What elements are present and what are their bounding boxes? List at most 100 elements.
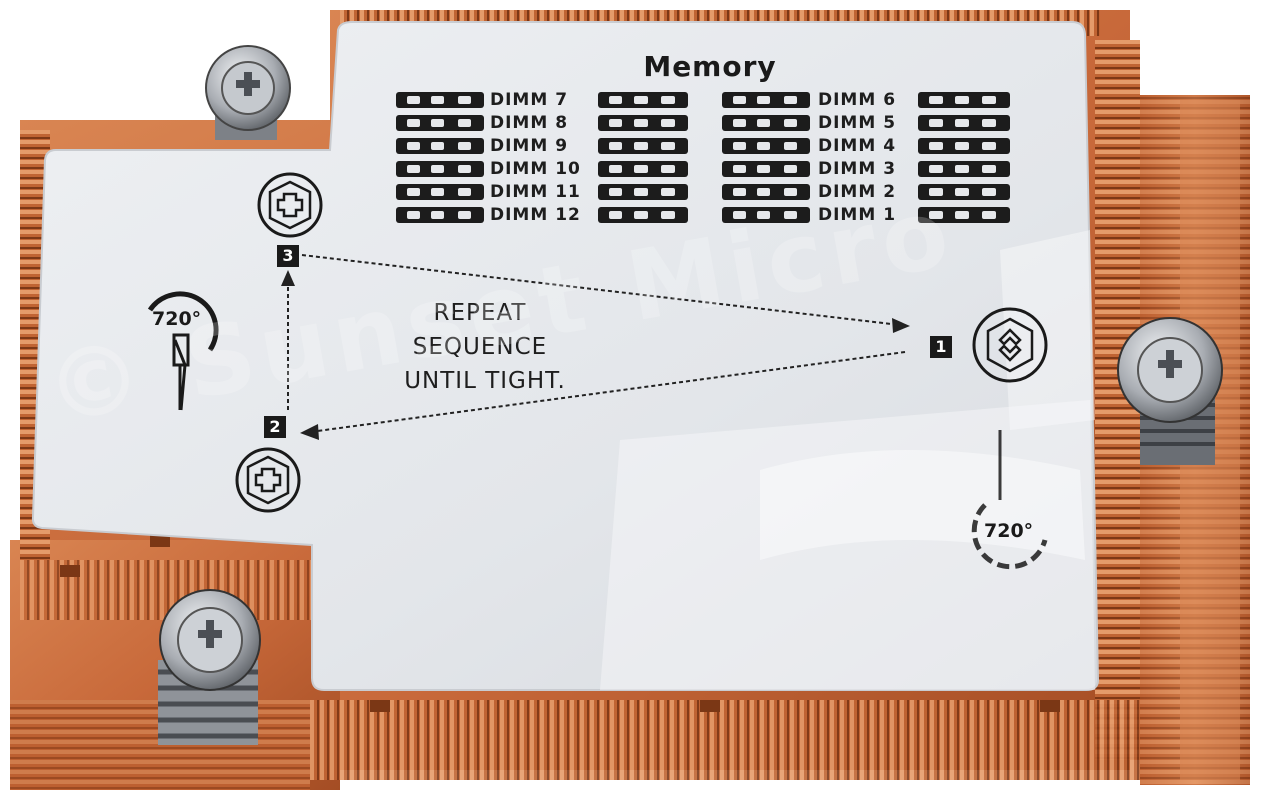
dimm-slot-notch	[732, 142, 746, 150]
arrow-head-to-2	[300, 424, 319, 440]
dimm-slot-icon	[722, 92, 810, 108]
dimm-slot-notch	[661, 211, 675, 219]
dimm-slot-icon	[396, 161, 484, 177]
dimm-slot-notch	[608, 119, 623, 127]
rotation-arrow-left-icon	[147, 291, 219, 411]
memory-title: Memory	[643, 50, 777, 83]
dimm-slot-icon	[918, 115, 1010, 131]
screw-right	[1117, 317, 1223, 465]
arrow-head-to-3	[281, 270, 295, 286]
sticker-glare	[600, 230, 1095, 690]
dimm-slot-icon	[918, 92, 1010, 108]
dimm-slot-notch	[608, 165, 623, 173]
dimm-slot-notch	[634, 142, 648, 150]
step-number-3: 3	[277, 245, 299, 267]
dimm-slot-notch	[783, 96, 797, 104]
dimm-slot-notch	[406, 211, 420, 219]
dimm-slot-icon	[918, 207, 1010, 223]
dimm-slot-notch	[783, 188, 797, 196]
dimm-slot-notch	[954, 165, 969, 173]
instruction-line: UNTIL TIGHT.	[404, 368, 566, 394]
dimm-slot-notch	[929, 165, 943, 173]
dimm-label: DIMM 4	[818, 136, 897, 156]
dimm-slot-notch	[929, 211, 943, 219]
screw-symbol-3	[257, 172, 323, 238]
dimm-slot-notch	[608, 96, 623, 104]
dimm-label: DIMM 6	[818, 90, 897, 110]
dimm-slot-notch	[431, 119, 445, 127]
dimm-slot-notch	[661, 119, 675, 127]
dimm-slot-notch	[608, 142, 623, 150]
dimm-slot-notch	[661, 188, 675, 196]
dimm-slot-notch	[982, 142, 997, 150]
dimm-slot-notch	[634, 96, 648, 104]
dimm-label: DIMM 11	[490, 182, 581, 202]
screw-symbol-1	[972, 307, 1048, 383]
screw-bottom-left	[158, 589, 261, 745]
dimm-slot-notch	[406, 96, 420, 104]
dimm-slot-icon	[598, 207, 688, 223]
dimm-slot-notch	[431, 188, 445, 196]
dimm-slot-notch	[406, 142, 420, 150]
rotation-angle-right: 720°	[984, 520, 1034, 542]
dimm-slot-notch	[757, 211, 771, 219]
step-number-2: 2	[264, 416, 286, 438]
dimm-slot-icon	[722, 161, 810, 177]
dimm-slot-notch	[732, 211, 746, 219]
dimm-slot-notch	[634, 165, 648, 173]
dimm-slot-notch	[406, 119, 420, 127]
dimm-slot-icon	[396, 138, 484, 154]
dimm-slot-icon	[598, 138, 688, 154]
dimm-slot-notch	[757, 142, 771, 150]
dimm-slot-notch	[982, 119, 997, 127]
dimm-slot-icon	[598, 161, 688, 177]
dimm-slot-notch	[783, 119, 797, 127]
dimm-slot-notch	[457, 188, 471, 196]
dimm-slot-notch	[457, 211, 471, 219]
dimm-slot-notch	[783, 165, 797, 173]
dimm-slot-icon	[722, 184, 810, 200]
dimm-slot-notch	[431, 211, 445, 219]
dimm-slot-notch	[929, 96, 943, 104]
dimm-slot-notch	[457, 119, 471, 127]
dimm-slot-notch	[954, 211, 969, 219]
dimm-slot-notch	[757, 188, 771, 196]
screw-top-left	[205, 45, 291, 140]
dimm-slot-notch	[954, 96, 969, 104]
dimm-slot-icon	[396, 207, 484, 223]
dimm-slot-notch	[732, 96, 746, 104]
arrow-head-to-1	[892, 318, 910, 333]
dimm-slot-notch	[406, 188, 420, 196]
dimm-slot-notch	[929, 142, 943, 150]
step-number-1: 1	[930, 336, 952, 358]
dimm-slot-notch	[954, 188, 969, 196]
dimm-slot-notch	[783, 142, 797, 150]
dimm-slot-notch	[954, 119, 969, 127]
dimm-slot-notch	[929, 119, 943, 127]
dimm-slot-notch	[732, 188, 746, 196]
dimm-slot-icon	[918, 161, 1010, 177]
dimm-slot-icon	[396, 92, 484, 108]
dimm-label: DIMM 3	[818, 159, 897, 179]
instruction-line: SEQUENCE	[412, 334, 548, 360]
dimm-slot-icon	[598, 92, 688, 108]
dimm-slot-notch	[608, 211, 623, 219]
dimm-slot-notch	[431, 142, 445, 150]
dimm-label: DIMM 12	[490, 205, 581, 225]
dimm-slot-notch	[406, 165, 420, 173]
dimm-slot-notch	[634, 211, 648, 219]
dimm-slot-notch	[634, 119, 648, 127]
dimm-slot-icon	[598, 184, 688, 200]
dimm-slot-icon	[918, 138, 1010, 154]
dimm-label: DIMM 2	[818, 182, 897, 202]
dimm-label: DIMM 1	[818, 205, 897, 225]
dimm-slot-notch	[757, 96, 771, 104]
dimm-slot-notch	[431, 96, 445, 104]
dimm-slot-icon	[396, 184, 484, 200]
dimm-slot-icon	[396, 115, 484, 131]
dimm-label: DIMM 7	[490, 90, 569, 110]
dimm-slot-notch	[732, 165, 746, 173]
dimm-slot-notch	[457, 165, 471, 173]
dimm-slot-notch	[783, 211, 797, 219]
